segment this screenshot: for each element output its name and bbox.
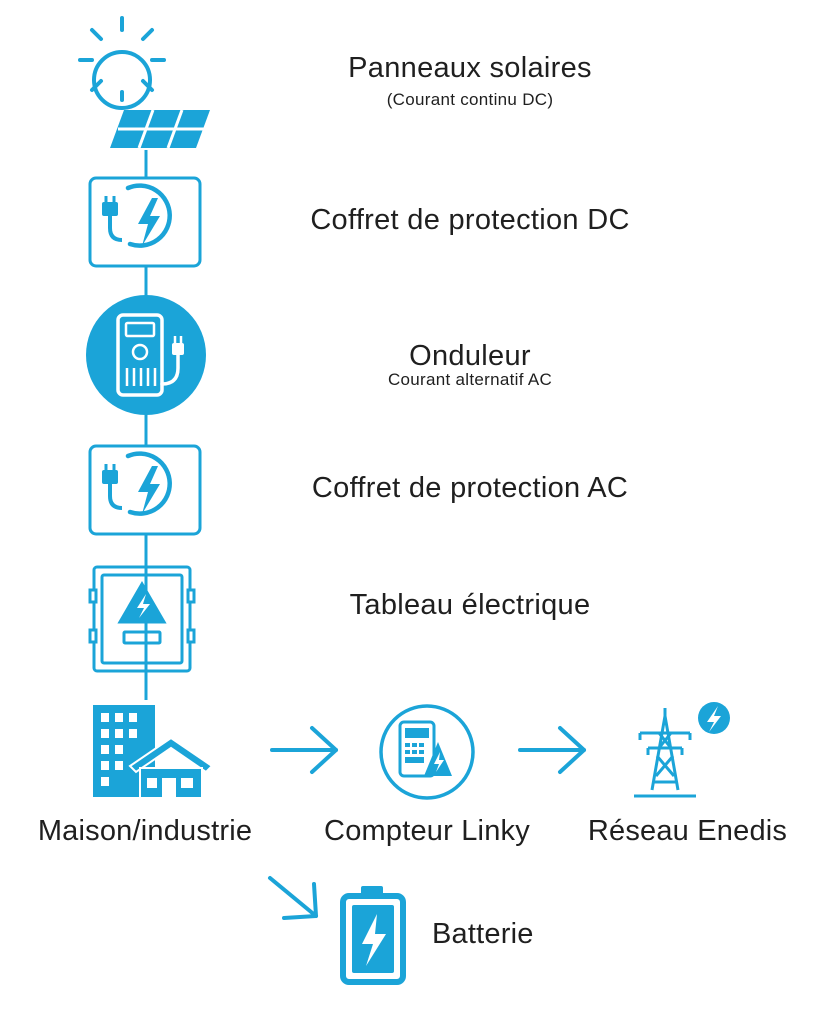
label-house-industry: Maison/industrie (37, 815, 253, 847)
step-title-dc-protection: Coffret de protection DC (310, 204, 630, 236)
step-title-electrical-panel: Tableau électrique (349, 589, 591, 621)
electrical-panel-icon (88, 565, 196, 673)
arrow-icon (518, 726, 586, 774)
house-building-icon (93, 705, 214, 799)
arrow-icon (270, 726, 338, 774)
step-title-solar-panels: Panneaux solaires (348, 52, 592, 84)
step-subtitle-solar-panels: (Courant continu DC) (386, 90, 554, 109)
battery-icon (340, 886, 406, 985)
step-title-ac-protection: Coffret de protection AC (311, 472, 629, 504)
step-subtitle-inverter: Courant alternatif AC (387, 370, 553, 389)
arrow-down-right-icon (268, 876, 318, 920)
meter-icon (379, 704, 475, 800)
power-pylon-icon (634, 708, 696, 798)
sun-icon (78, 16, 166, 110)
solar-panel-icon (110, 109, 210, 149)
lightning-badge-icon (698, 702, 730, 734)
label-battery: Batterie (432, 918, 534, 950)
ac-protection-box-icon (88, 444, 202, 536)
dc-protection-box-icon (88, 176, 202, 268)
inverter-icon (86, 295, 206, 415)
label-linky-meter: Compteur Linky (324, 815, 530, 847)
step-title-inverter: Onduleur (409, 340, 531, 372)
label-enedis-grid: Réseau Enedis (587, 815, 788, 847)
